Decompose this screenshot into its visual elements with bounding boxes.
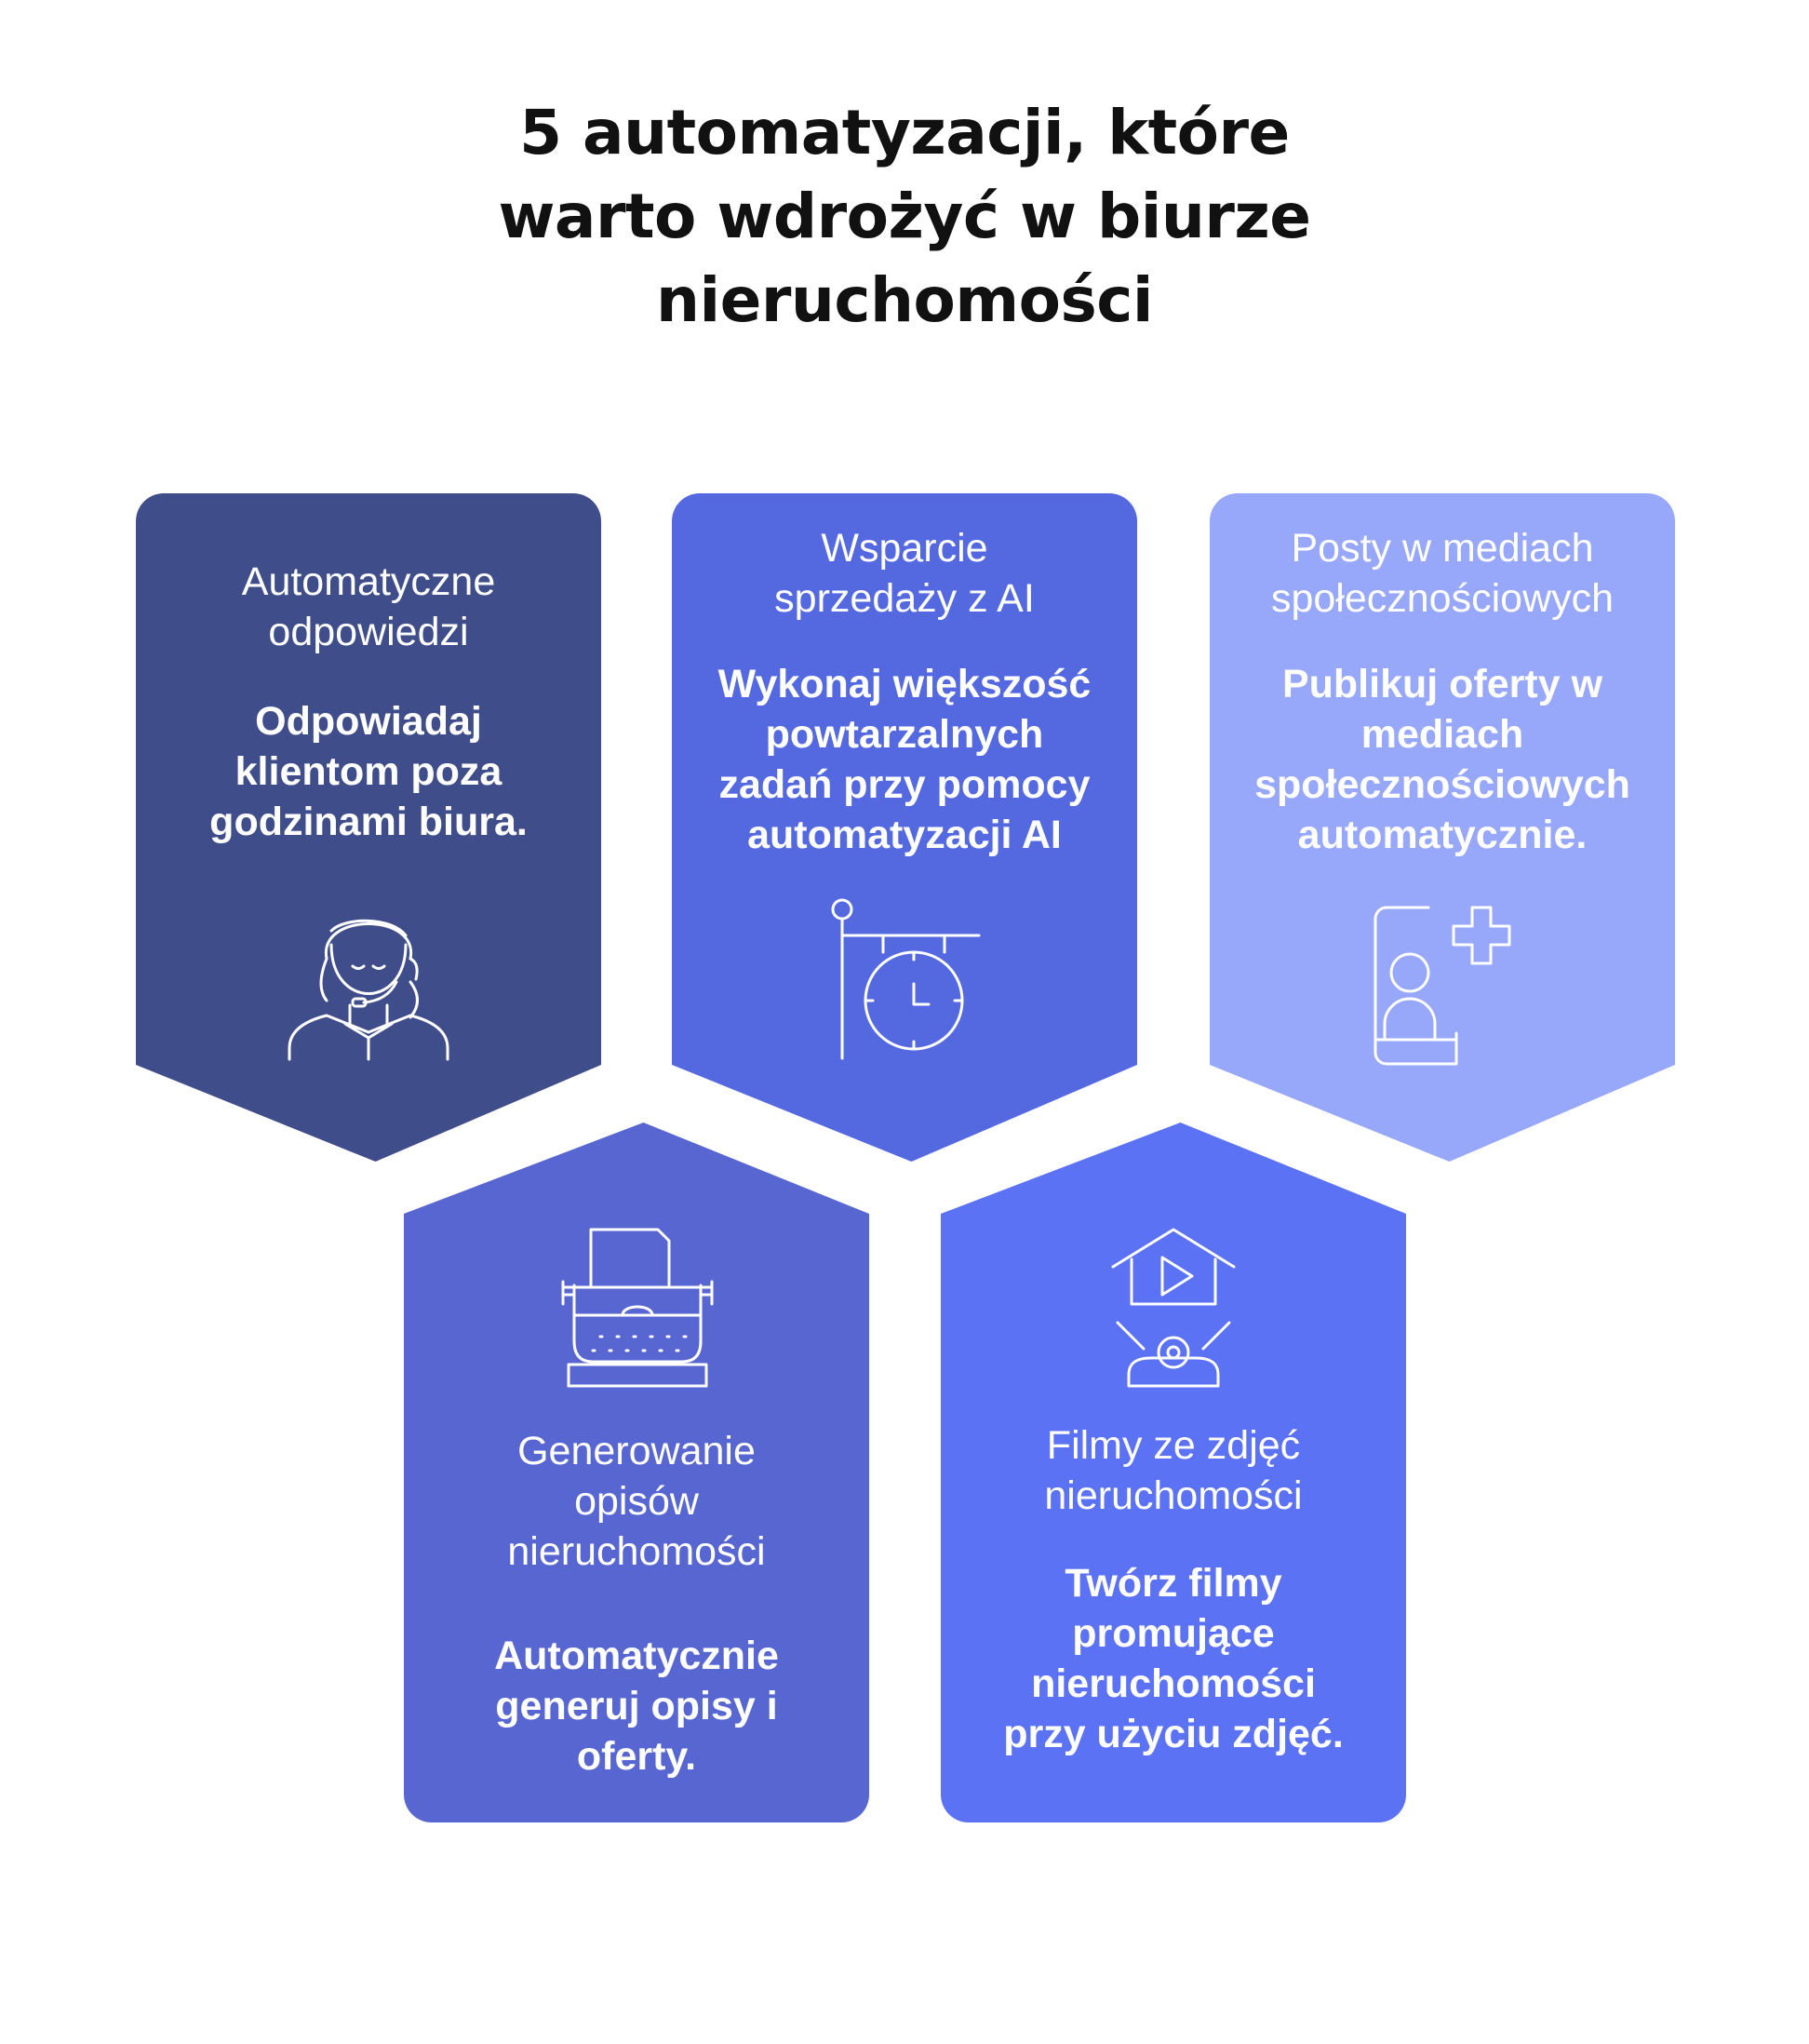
card-social-media-posts: Posty w mediach społecznościowych Publik… bbox=[1210, 493, 1675, 1162]
card-title: Filmy ze zdjęć nieruchomości bbox=[1044, 1423, 1303, 1518]
card-ai-sales-support: Wsparcie sprzedaży z AI Wykonaj większoś… bbox=[672, 493, 1137, 1162]
card-description: Wykonaj większość powtarzalnych zadań pr… bbox=[717, 662, 1092, 857]
card-description: Twórz filmy promujące nieruchomości przy… bbox=[1003, 1561, 1344, 1756]
title-line-1: 5 automatyzacji, które bbox=[519, 97, 1290, 168]
card-title: Wsparcie sprzedaży z AI bbox=[774, 526, 1035, 621]
title-line-2: warto wdrożyć w biurze bbox=[498, 181, 1311, 252]
card-property-videos: Filmy ze zdjęć nieruchomości Twórz filmy… bbox=[941, 1123, 1406, 1822]
card-description: Publikuj oferty w mediach społecznościow… bbox=[1254, 662, 1630, 857]
card-title: Automatyczne odpowiedzi bbox=[241, 559, 496, 654]
typewriter-icon bbox=[404, 1220, 869, 1388]
card-property-descriptions: Generowanie opisów nieruchomości Automat… bbox=[404, 1123, 869, 1822]
phone-profile-plus-icon bbox=[1210, 898, 1675, 1066]
card-automatic-replies: Automatyczne odpowiedzi Odpowiadaj klien… bbox=[136, 493, 601, 1162]
customer-support-agent-icon bbox=[136, 894, 601, 1061]
house-video-projector-icon bbox=[941, 1220, 1406, 1388]
card-description: Odpowiadaj klientom poza godzinami biura… bbox=[209, 699, 528, 844]
card-description: Automatycznie generuj opisy i oferty. bbox=[494, 1634, 779, 1779]
card-title: Posty w mediach społecznościowych bbox=[1270, 526, 1615, 621]
card-title: Generowanie opisów nieruchomości bbox=[507, 1429, 766, 1574]
page-title: 5 automatyzacji, które warto wdrożyć w b… bbox=[346, 91, 1463, 343]
title-line-3: nieruchomości bbox=[655, 264, 1154, 336]
hanging-clock-sign-icon bbox=[672, 898, 1137, 1061]
